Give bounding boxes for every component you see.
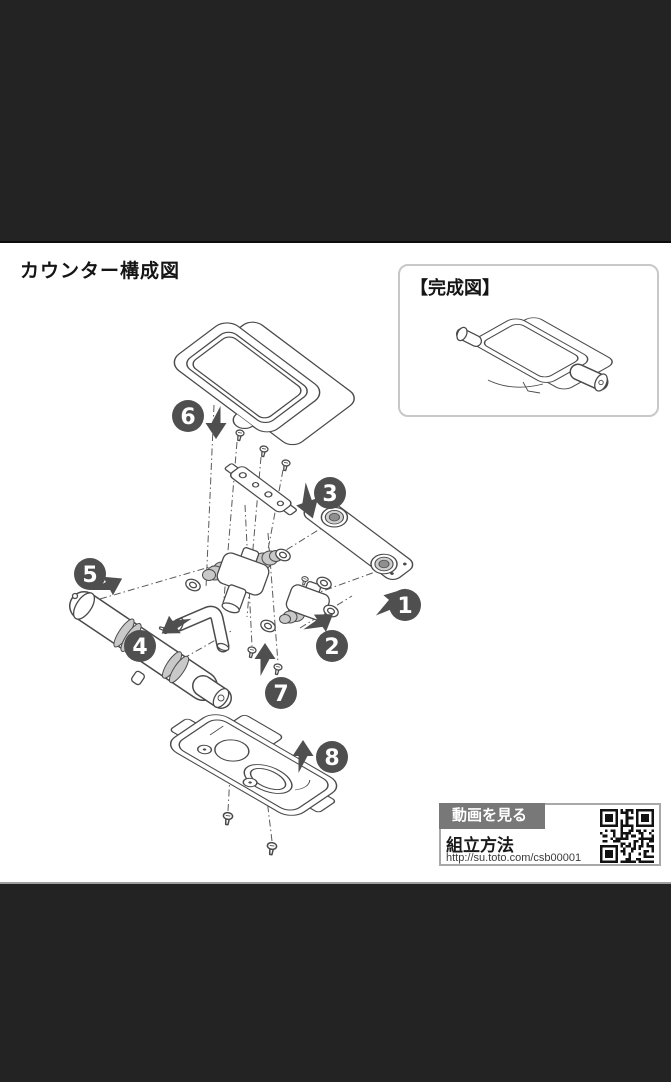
video-url: http://su.toto.com/csb00001 <box>446 852 582 864</box>
top-letterbox-bar <box>0 0 671 243</box>
step-badge-8: 8 <box>316 741 348 773</box>
mounting-bracket <box>224 463 297 516</box>
wall-bracket <box>303 497 414 580</box>
svg-text:7: 7 <box>273 682 288 707</box>
svg-text:6: 6 <box>180 405 195 430</box>
watch-video-tab: 動画を見る <box>439 803 545 829</box>
screw <box>265 841 278 856</box>
step-badge-7: 7 <box>265 677 297 709</box>
step-badge-4: 4 <box>124 630 156 662</box>
base-cover <box>169 714 338 816</box>
step-badge-3: 3 <box>314 477 346 509</box>
socket <box>320 506 349 528</box>
bottom-letterbox-bar <box>0 882 671 1082</box>
check-valve <box>279 575 330 624</box>
step-badge-2: 2 <box>316 630 348 662</box>
counter-top <box>173 321 355 446</box>
svg-text:5: 5 <box>82 563 97 588</box>
completed-figure-label: 【完成図】 <box>410 278 500 298</box>
screw <box>245 645 258 659</box>
assembly-method-label: 組立方法 <box>446 836 514 855</box>
svg-text:2: 2 <box>324 635 339 660</box>
screw <box>234 428 246 442</box>
step-badge-6: 6 <box>172 400 204 432</box>
completed-figure-box: 【完成図】 <box>398 264 659 417</box>
arrow-step-6 <box>205 406 227 439</box>
completed-figure-art <box>456 317 613 394</box>
screw <box>271 662 284 676</box>
svg-text:8: 8 <box>324 746 339 771</box>
screw <box>280 458 292 472</box>
video-info-box: 動画を見る 組立方法 http://su.toto.com/csb00001 <box>439 803 661 866</box>
washer <box>183 576 203 594</box>
svg-text:3: 3 <box>322 482 337 507</box>
svg-text:4: 4 <box>132 635 147 660</box>
socket <box>370 553 398 575</box>
screw <box>258 444 270 458</box>
exploded-diagram: 1 2 3 4 5 6 7 8 <box>69 321 421 856</box>
page-title: カウンター構成図 <box>20 261 181 282</box>
step-badge-1: 1 <box>389 589 421 621</box>
qr-code <box>600 809 654 863</box>
screw <box>221 811 234 826</box>
arrow-step-7 <box>254 643 276 676</box>
svg-text:1: 1 <box>397 594 412 619</box>
step-badge-5: 5 <box>74 558 106 590</box>
